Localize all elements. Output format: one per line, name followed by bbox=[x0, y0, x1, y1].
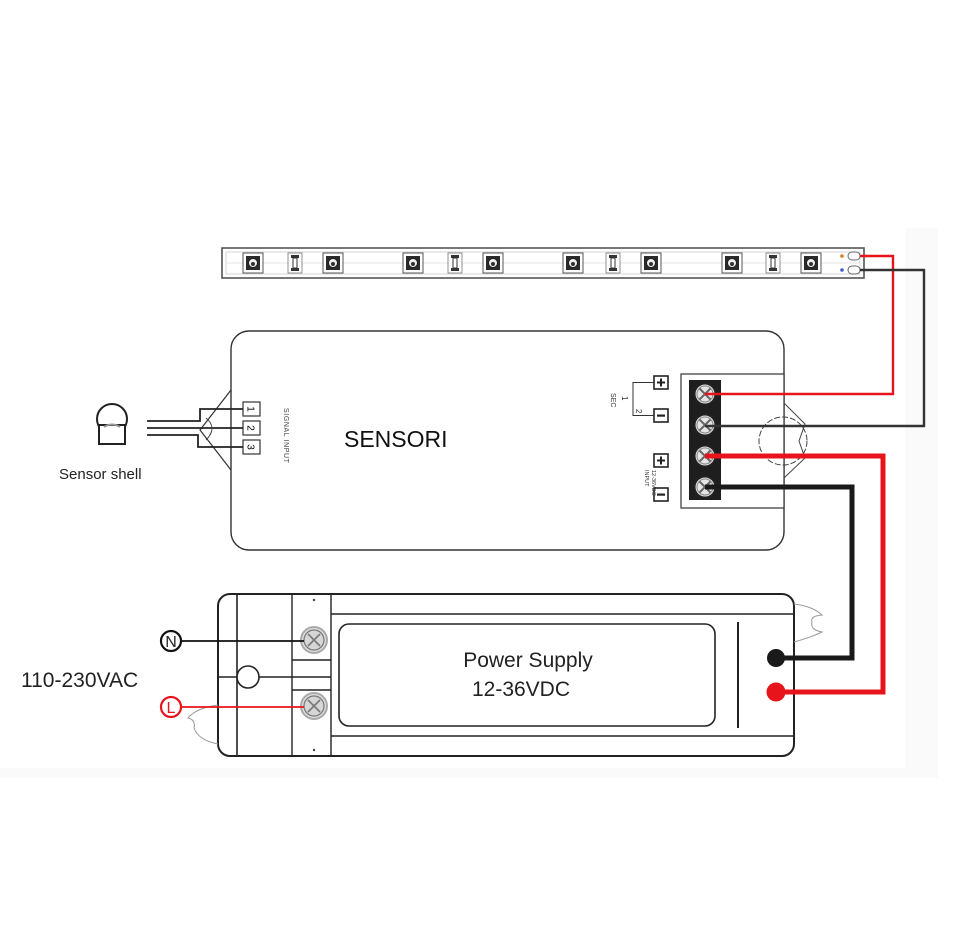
led-chip bbox=[402, 252, 424, 274]
line-terminal-icon bbox=[159, 695, 183, 719]
sec-channel-1: 1 bbox=[620, 396, 629, 401]
led-chip bbox=[482, 252, 504, 274]
plus-icon bbox=[653, 375, 669, 390]
sec-bracket bbox=[632, 382, 654, 416]
power-supply-voltage: 12-36VDC bbox=[472, 678, 570, 701]
strip-positive-wire bbox=[705, 254, 895, 396]
sensor-shell-label: Sensor shell bbox=[59, 466, 142, 483]
resistor-icon bbox=[765, 252, 781, 274]
input-label: INPUT bbox=[643, 470, 649, 487]
power-supply-left-clip bbox=[187, 704, 219, 745]
strip-pad-plus bbox=[847, 251, 861, 261]
minus-dot-icon bbox=[840, 268, 844, 272]
minus-icon bbox=[653, 487, 669, 502]
led-chip bbox=[562, 252, 584, 274]
led-strip bbox=[221, 247, 865, 279]
input-voltage-label: 12-36VDC bbox=[650, 470, 656, 496]
power-supply-title: Power Supply bbox=[463, 649, 593, 672]
minus-icon bbox=[653, 408, 669, 423]
line-label: L bbox=[167, 700, 176, 717]
sec-label: SEC bbox=[609, 393, 616, 407]
dc-wires bbox=[705, 254, 926, 695]
neutral-screw-icon bbox=[300, 626, 328, 654]
signal-pin-2-label: 2 bbox=[245, 425, 256, 431]
ac-input-label: 110-230VAC bbox=[21, 669, 138, 692]
sensor-wire-1 bbox=[147, 408, 243, 422]
neutral-label: N bbox=[165, 634, 177, 651]
controller-right-clip bbox=[758, 416, 808, 466]
neutral-terminal-icon bbox=[159, 629, 183, 653]
led-chip bbox=[640, 252, 662, 274]
led-chip bbox=[721, 252, 743, 274]
led-chip bbox=[322, 252, 344, 274]
signal-pin-1-label: 1 bbox=[245, 406, 256, 412]
signal-pin-3-label: 3 bbox=[245, 444, 256, 450]
sensor-controller: 1 2 3 SIGNAL INPUT SENSORI SEC bbox=[199, 330, 808, 551]
plus-dot-icon bbox=[840, 254, 844, 258]
strip-negative-wire bbox=[705, 268, 926, 428]
led-chip bbox=[242, 252, 264, 274]
resistor-icon bbox=[447, 252, 463, 274]
line-screw-icon bbox=[300, 692, 328, 720]
ground-terminal-icon bbox=[236, 665, 260, 689]
power-supply-label-panel bbox=[338, 623, 716, 727]
power-supply-right-clip bbox=[793, 603, 824, 643]
sensor-base-icon bbox=[98, 424, 126, 445]
sec-channel-2: 2 bbox=[634, 409, 643, 414]
plus-icon bbox=[653, 453, 669, 468]
signal-input-label: SIGNAL INPUT bbox=[282, 408, 289, 464]
supply-negative-wire bbox=[705, 484, 855, 661]
resistor-icon bbox=[605, 252, 621, 274]
power-supply: Power Supply 12-36VDC bbox=[187, 593, 824, 757]
supply-positive-wire bbox=[705, 453, 886, 695]
controller-right-wedge bbox=[783, 402, 806, 479]
sensor-shell: Sensor shell bbox=[59, 403, 243, 483]
strip-pad-minus bbox=[847, 265, 861, 275]
ac-input: N L 110-230VAC bbox=[21, 629, 304, 719]
sensor-wire-3 bbox=[147, 434, 243, 448]
controller-label: SENSORI bbox=[344, 426, 448, 452]
resistor-icon bbox=[287, 252, 303, 274]
led-chip bbox=[800, 252, 822, 274]
controller-left-clip bbox=[199, 389, 232, 471]
